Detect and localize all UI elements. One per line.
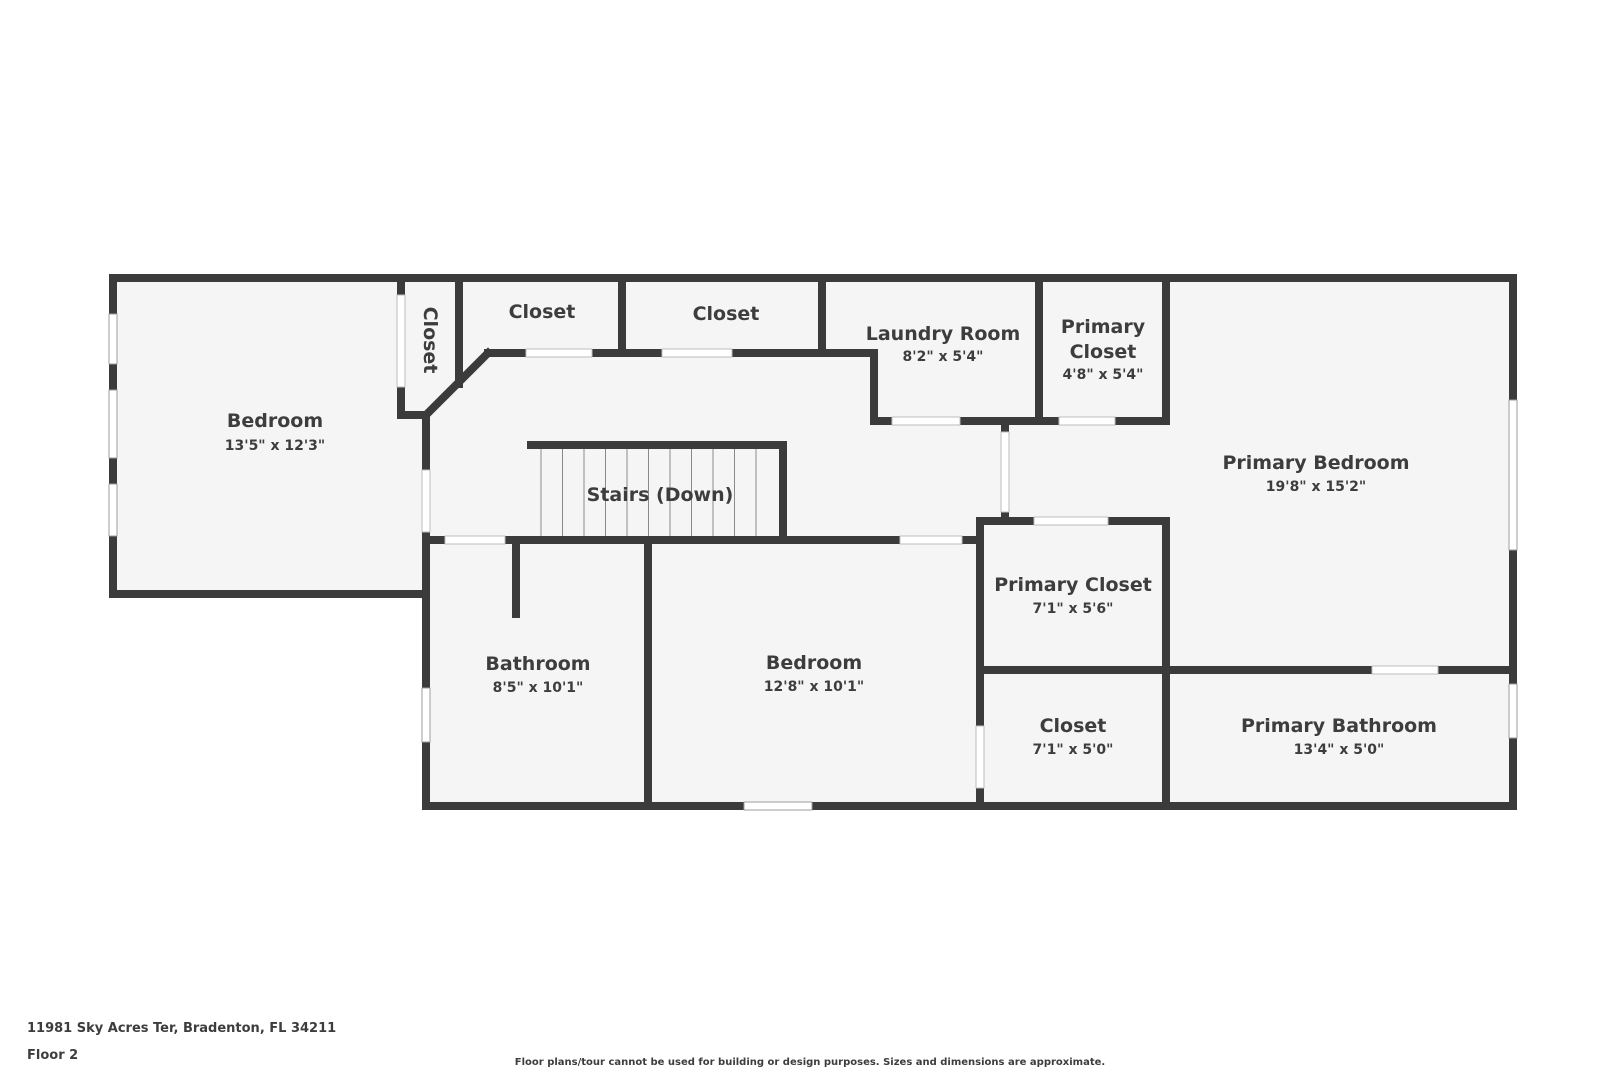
room-name-closet-bottom: Closet [1040,715,1107,737]
room-dims-bathroom: 8'5" x 10'1" [493,680,584,696]
windows [108,313,1518,811]
room-name-stairs: Stairs (Down) [587,484,734,506]
property-address: 11981 Sky Acres Ter, Bradenton, FL 34211 [27,1021,337,1036]
room-dims-laundry: 8'2" x 5'4" [903,349,984,365]
room-name-primary-closet-mid: Primary Closet [994,574,1152,596]
stair-treads [540,449,757,536]
room-name-closet-vertical: Closet [419,307,441,374]
room-name-laundry: Laundry Room [866,323,1021,345]
room-dims-closet-bottom: 7'1" x 5'0" [1033,742,1114,758]
room-name-primary-closet-top-line1: Primary [1061,316,1146,338]
room-name-bedroom-left: Bedroom [227,410,323,432]
room-name-closet-2: Closet [693,303,760,325]
room-name-primary-bathroom: Primary Bathroom [1241,715,1437,737]
room-name-primary-bedroom: Primary Bedroom [1222,452,1409,474]
floor-label: Floor 2 [27,1048,79,1063]
room-labels: Bedroom 13'5" x 12'3" Closet Closet Clos… [225,301,1437,758]
room-dims-primary-closet-mid: 7'1" x 5'6" [1033,601,1114,617]
room-dims-primary-bathroom: 13'4" x 5'0" [1294,742,1385,758]
room-name-closet-1: Closet [509,301,576,323]
room-name-bedroom-center: Bedroom [766,652,862,674]
room-dims-bedroom-left: 13'5" x 12'3" [225,438,325,454]
room-name-bathroom: Bathroom [485,653,590,675]
room-dims-primary-bedroom: 19'8" x 15'2" [1266,479,1366,495]
room-dims-primary-closet-top: 4'8" x 5'4" [1063,367,1144,383]
room-name-primary-closet-top-line2: Closet [1070,341,1137,363]
door-openings [396,294,1439,789]
disclaimer: Floor plans/tour cannot be used for buil… [514,1057,1106,1068]
room-dims-bedroom-center: 12'8" x 10'1" [764,679,864,695]
